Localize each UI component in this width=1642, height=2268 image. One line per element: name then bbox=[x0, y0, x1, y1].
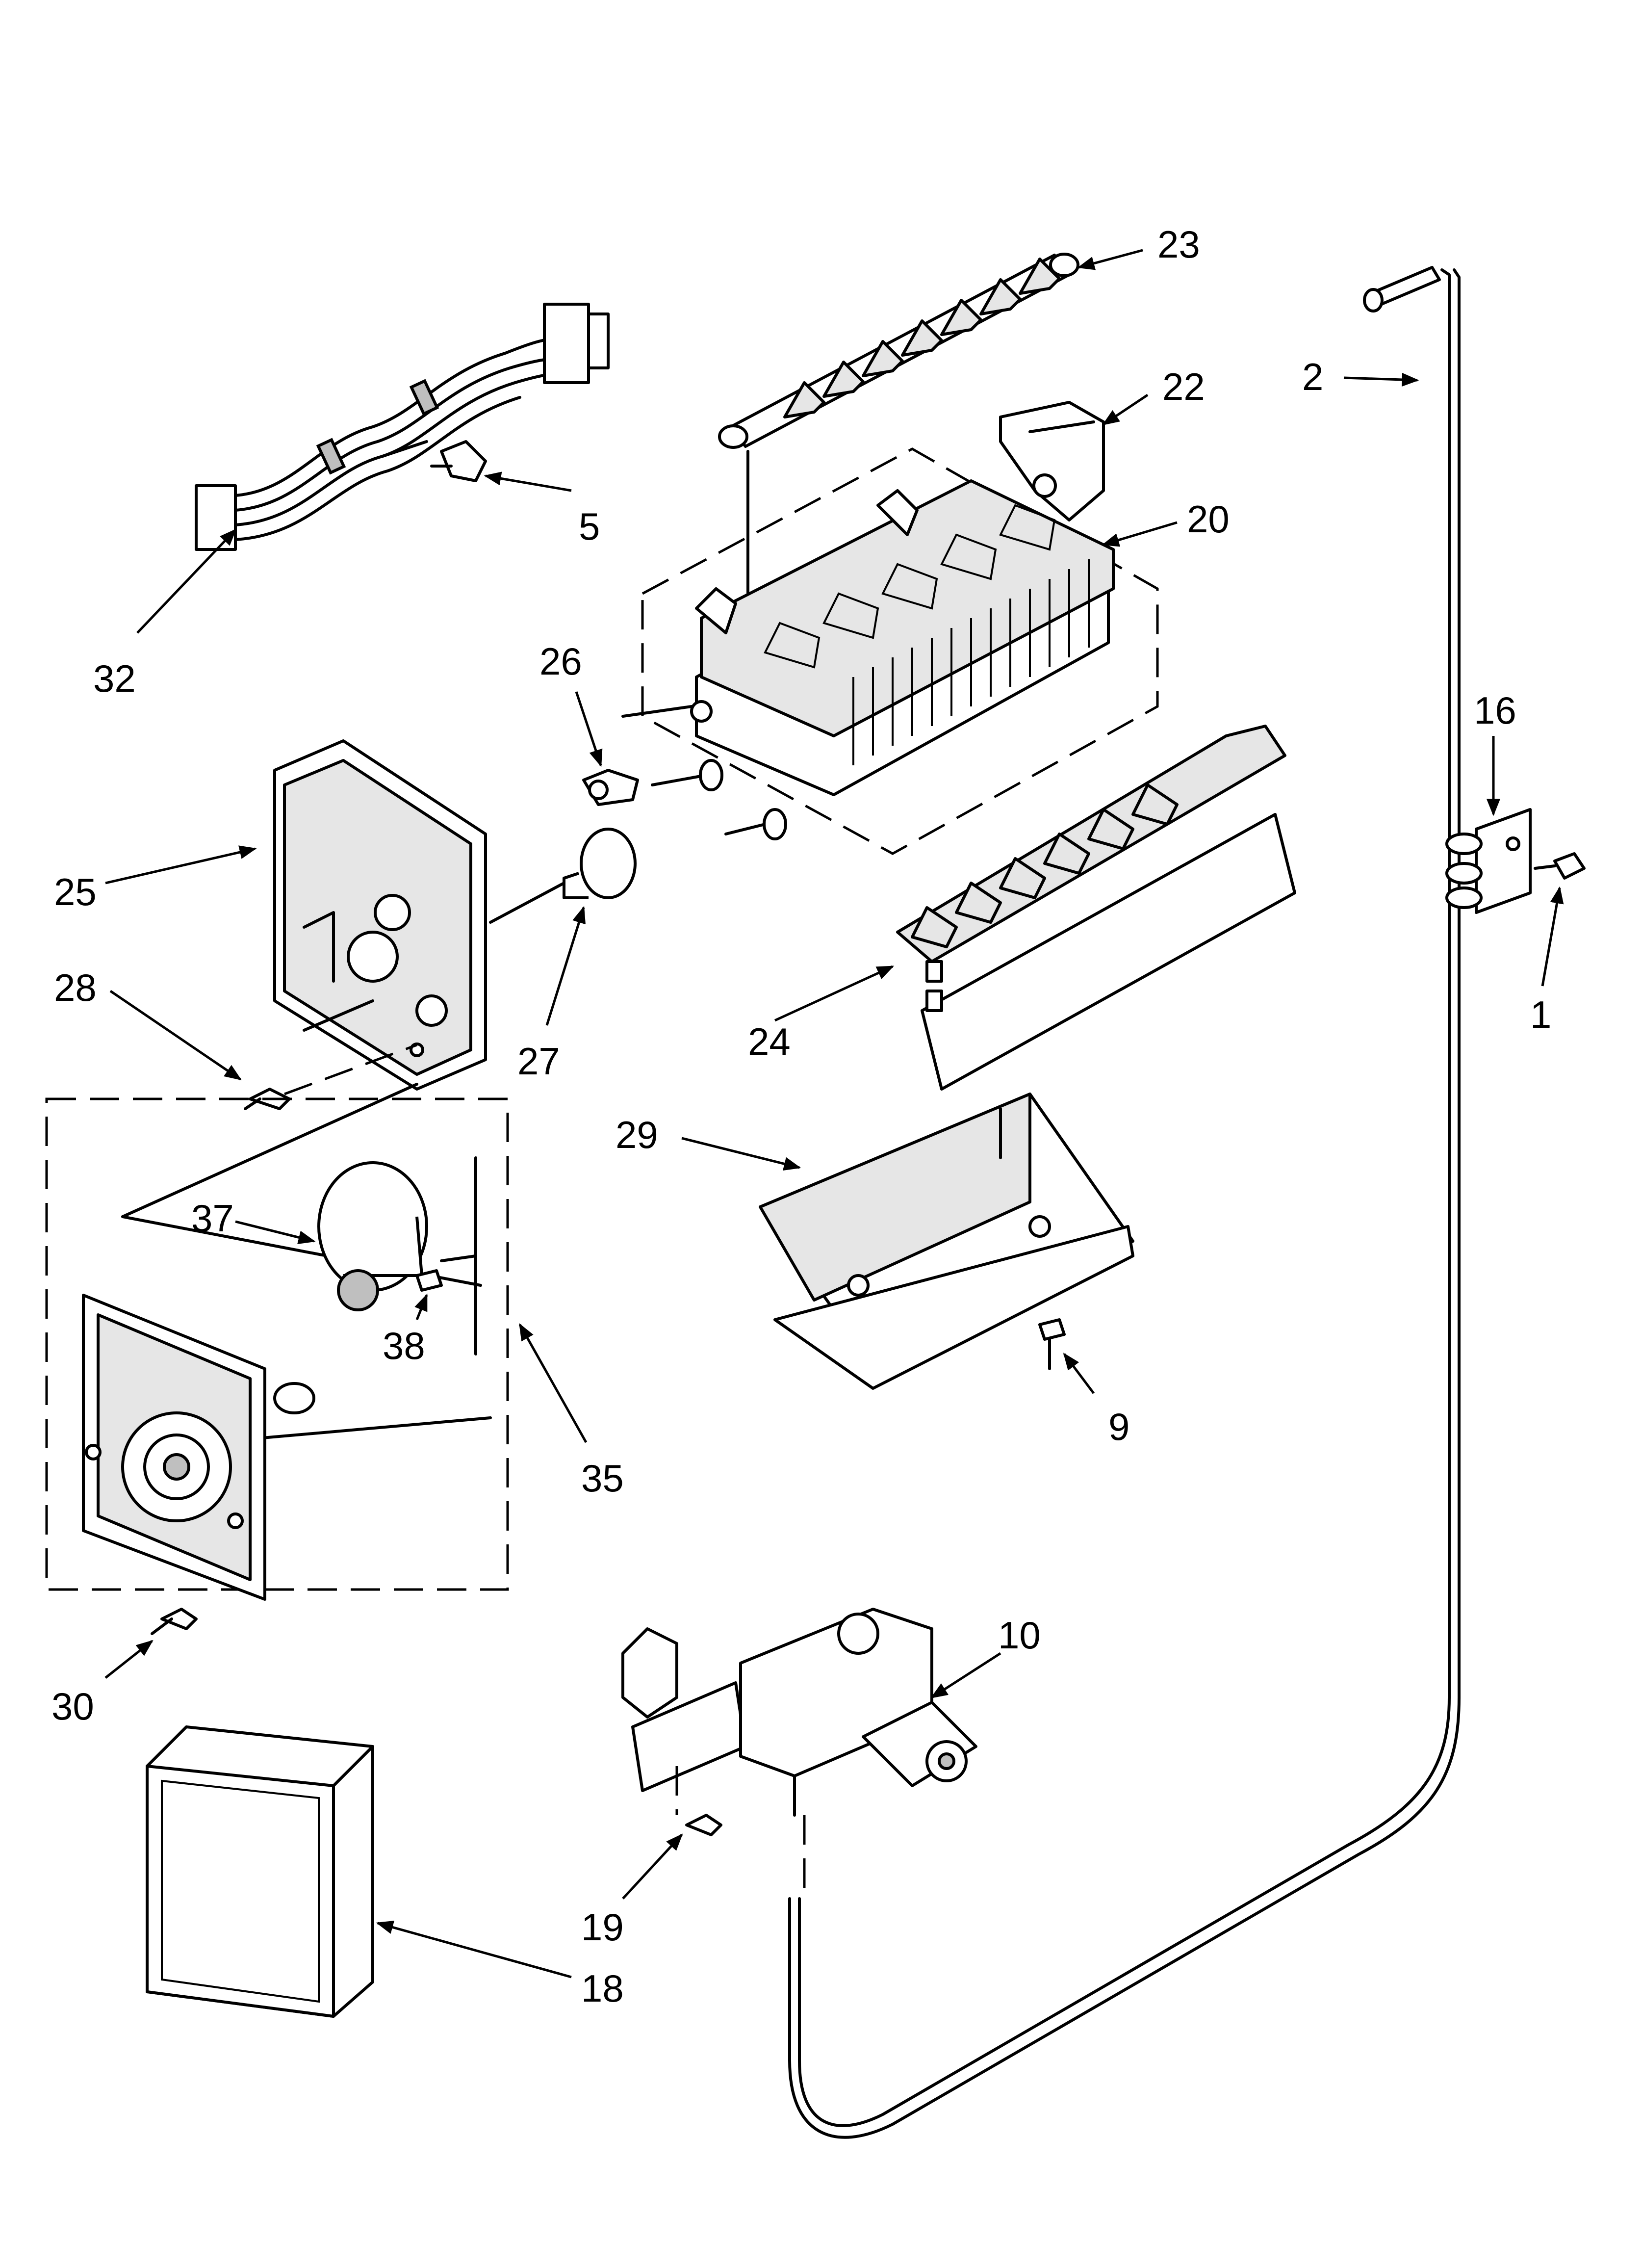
label-2: 2 bbox=[1302, 355, 1323, 398]
part-35-module bbox=[45, 1083, 509, 1601]
label-10: 10 bbox=[998, 1614, 1041, 1657]
label-28: 28 bbox=[54, 966, 97, 1009]
part-16-tube-clip bbox=[1445, 808, 1532, 914]
part-38-screw bbox=[415, 1156, 477, 1356]
part-2-water-tube bbox=[788, 266, 1461, 2139]
part-22-bracket bbox=[999, 401, 1105, 521]
part-19-screw bbox=[675, 1766, 722, 1836]
part-37-motor bbox=[317, 1161, 428, 1311]
label-25: 25 bbox=[54, 870, 97, 913]
part-30-screw bbox=[151, 1608, 198, 1635]
label-23: 23 bbox=[1157, 223, 1200, 266]
label-22: 22 bbox=[1162, 365, 1205, 408]
label-30: 30 bbox=[51, 1685, 94, 1728]
part-29-bin bbox=[759, 1093, 1134, 1390]
part-18-block bbox=[146, 1725, 374, 2018]
part-5-clip bbox=[430, 440, 487, 482]
label-32: 32 bbox=[93, 657, 136, 700]
part-27-thermostat bbox=[489, 828, 637, 924]
label-27: 27 bbox=[517, 1040, 560, 1083]
label-5: 5 bbox=[579, 505, 600, 548]
label-18: 18 bbox=[581, 1967, 624, 2010]
label-35: 35 bbox=[581, 1457, 624, 1500]
part-1-screw bbox=[1534, 852, 1586, 880]
part-26-clip bbox=[582, 769, 639, 806]
label-19: 19 bbox=[581, 1905, 624, 1949]
label-9: 9 bbox=[1108, 1405, 1129, 1448]
leader-lines bbox=[104, 249, 1564, 1979]
label-20: 20 bbox=[1187, 497, 1230, 541]
label-16: 16 bbox=[1474, 689, 1516, 732]
part-32-wire-harness bbox=[195, 303, 610, 551]
part-10-water-valve bbox=[621, 1608, 977, 1889]
callout-labels: 23 22 20 2 5 32 26 25 27 28 24 16 1 29 9… bbox=[51, 223, 1551, 2010]
part-20-ice-mold bbox=[621, 447, 1159, 855]
part-24-stripper bbox=[896, 725, 1296, 1091]
label-29: 29 bbox=[616, 1113, 658, 1156]
label-37: 37 bbox=[191, 1197, 234, 1240]
label-24: 24 bbox=[748, 1020, 791, 1063]
label-1: 1 bbox=[1530, 993, 1551, 1036]
label-26: 26 bbox=[539, 640, 582, 683]
part-25-housing bbox=[273, 739, 487, 1091]
label-38: 38 bbox=[383, 1324, 425, 1367]
part-9-screw bbox=[1038, 1318, 1066, 1370]
